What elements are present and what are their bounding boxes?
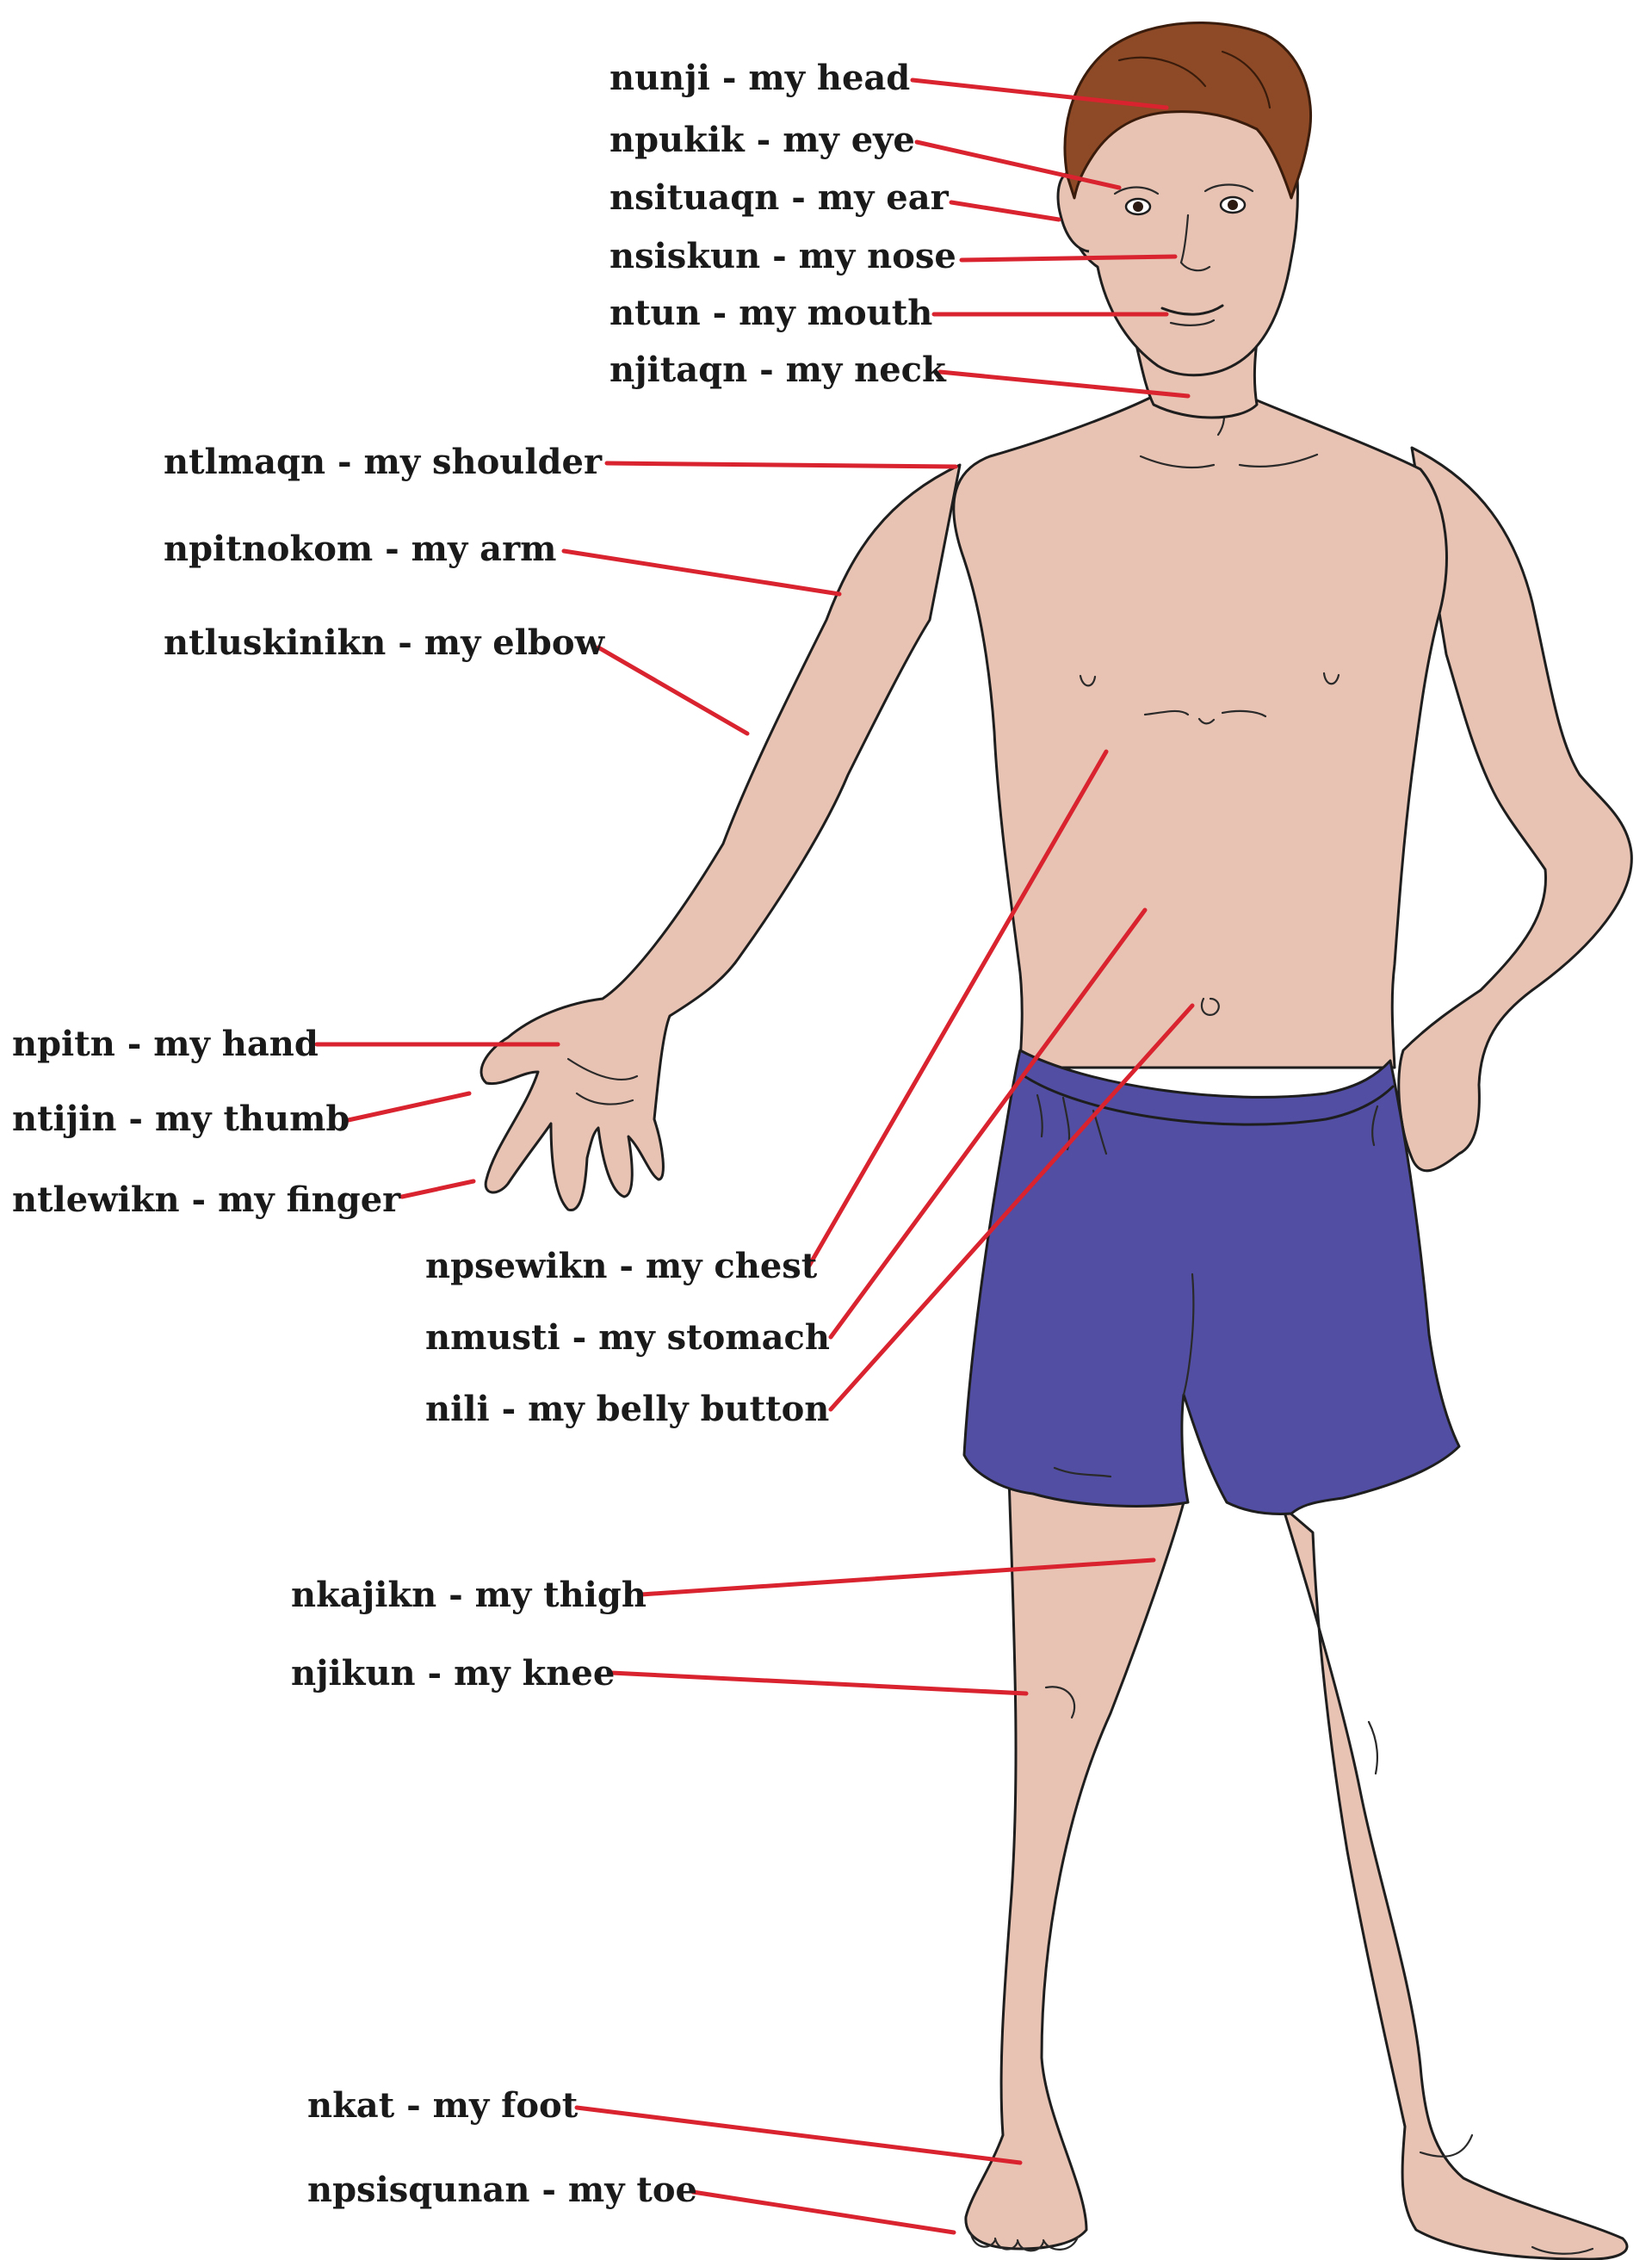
label-ear: nsituaqn - my ear <box>609 177 950 218</box>
label-finger: ntlewikn - my finger <box>12 1180 401 1220</box>
leader-foot <box>577 2108 1020 2163</box>
leader-finger <box>402 1181 473 1197</box>
leader-elbow <box>598 647 747 734</box>
label-chest: npsewikn - my chest <box>425 1246 818 1286</box>
label-hand: npitn - my hand <box>12 1024 319 1064</box>
label-nose: nsiskun - my nose <box>609 236 956 276</box>
label-foot: nkat - my foot <box>307 2085 579 2126</box>
leader-shoulder <box>607 463 956 467</box>
labels: nunji - my head npukik - my eye nsituaqn… <box>12 58 956 2210</box>
label-arm: npitnokom - my arm <box>164 529 556 569</box>
leader-toe <box>693 2192 954 2232</box>
label-elbow: ntluskinikn - my elbow <box>164 622 606 663</box>
leader-thumb <box>344 1093 469 1121</box>
label-knee: njikun - my knee <box>291 1653 615 1693</box>
left-leg <box>966 1477 1184 2249</box>
right-leg <box>1283 1507 1627 2259</box>
label-neck: njitaqn - my neck <box>609 350 947 390</box>
leader-arm <box>564 551 839 594</box>
label-thumb: ntijin - my thumb <box>12 1099 350 1139</box>
shorts <box>964 1050 1459 1514</box>
leader-knee <box>611 1673 1026 1693</box>
label-toe: npsisqunan - my toe <box>307 2170 697 2210</box>
torso <box>954 396 1447 1068</box>
leader-ear <box>951 202 1059 220</box>
label-stomach: nmusti - my stomach <box>425 1317 830 1358</box>
label-shoulder: ntlmaqn - my shoulder <box>164 442 603 482</box>
label-thigh: nkajikn - my thigh <box>291 1575 647 1615</box>
label-mouth: ntun - my mouth <box>609 293 932 333</box>
label-eye: npukik - my eye <box>609 120 915 160</box>
label-belly-button: nili - my belly button <box>425 1389 829 1429</box>
label-head: nunji - my head <box>609 58 910 98</box>
